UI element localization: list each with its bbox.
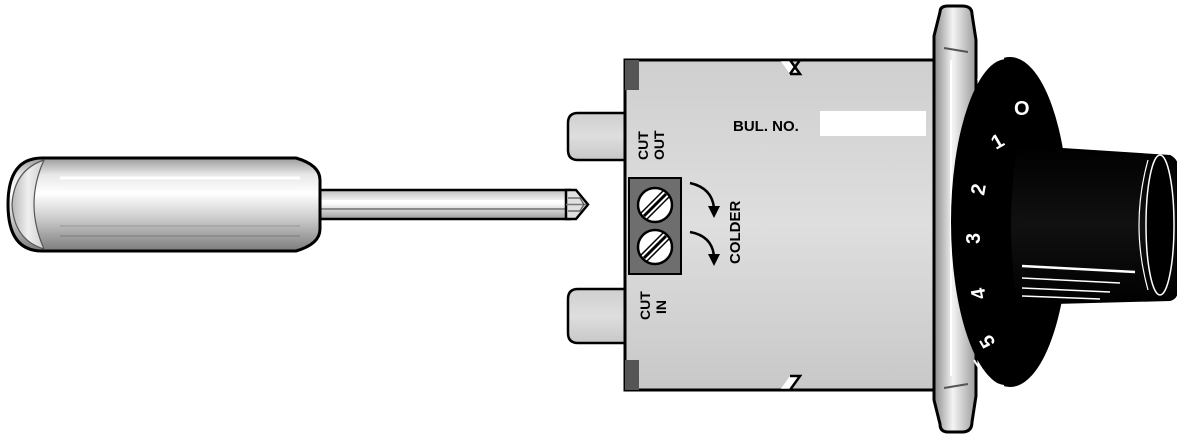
colder-arrow-upper: [689, 181, 720, 218]
colder-arrow-lower: [689, 230, 720, 266]
cut-out-line2: OUT: [651, 130, 667, 160]
terminal-cut-in: [566, 287, 627, 345]
screwdriver: [6, 156, 590, 253]
cut-in-adjust-screw[interactable]: [636, 228, 674, 266]
cut-in-label: CUT IN: [637, 291, 669, 320]
cut-in-line2: IN: [653, 300, 669, 314]
dial-number-4: 4: [967, 285, 991, 301]
colder-label: COLDER: [727, 201, 744, 265]
terminal-cut-out: [566, 111, 627, 162]
cut-out-adjust-screw[interactable]: [636, 186, 674, 224]
screwdriver-tip: [564, 188, 590, 221]
dial-number-3: 3: [963, 233, 985, 244]
bul-no-field: [820, 111, 926, 136]
screwdriver-shaft: [316, 188, 572, 221]
adjustment-plate: [628, 177, 682, 275]
bulletin-number-label: BUL. NO.: [733, 111, 926, 136]
dial-number-0: O: [1014, 98, 1030, 120]
cut-out-line1: CUT: [635, 131, 651, 160]
dial-knob[interactable]: [1009, 144, 1177, 306]
screwdriver-handle: [6, 156, 322, 253]
cut-out-label: CUT OUT: [635, 130, 667, 160]
bul-no-text: BUL. NO.: [733, 118, 799, 135]
temperature-dial[interactable]: O 1 2 3 4 5: [951, 56, 1177, 387]
dial-number-2: 2: [967, 182, 991, 197]
cut-in-line1: CUT: [637, 291, 653, 320]
colder-text: COLDER: [727, 201, 744, 265]
